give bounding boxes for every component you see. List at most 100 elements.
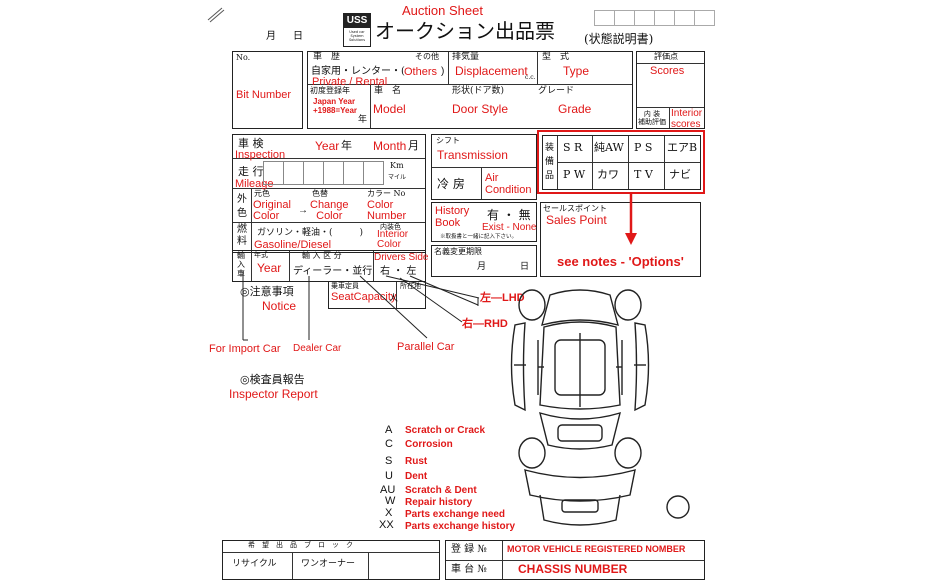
type-jp: 型 式 <box>542 52 570 62</box>
cc-label: c.c. <box>525 74 536 81</box>
corner-mark-icon <box>207 7 225 23</box>
inspection-box <box>232 134 426 253</box>
chassis-jp: 車 台 № <box>451 564 487 575</box>
for-import-car-red: For Import Car <box>209 343 281 355</box>
legend-code-s: S <box>385 455 393 467</box>
option-navi: ナビ <box>669 168 691 181</box>
interior-scores-red: Interior scores <box>671 108 703 130</box>
auction-sheet <box>200 0 725 583</box>
name-change-day: 日 <box>520 262 530 272</box>
option-aw: 純AW <box>594 141 624 154</box>
first-reg-jp: 初度登録年 <box>310 86 350 95</box>
ac-jp: 冷 房 <box>437 177 465 191</box>
vehicle-info-box <box>307 51 633 129</box>
color-no-jp: カラー No <box>367 189 406 198</box>
reg-jp: 登 録 № <box>451 544 487 555</box>
fuel-red: Gasoline/Diesel <box>254 239 332 251</box>
other-jp: その他 <box>415 52 439 61</box>
legend-label-c: Corrosion <box>405 439 453 450</box>
registration-box <box>445 540 705 580</box>
history-book-box <box>431 202 537 242</box>
change-color-red: Change Color <box>310 199 349 222</box>
change-color-jp: 色替 <box>312 189 328 198</box>
scores-red: Scores <box>650 65 685 77</box>
title-paren: (状態説明書) <box>584 32 654 46</box>
parallel-car-red: Parallel Car <box>397 341 455 353</box>
legend-code-au: AU <box>380 484 396 496</box>
inspection-year-kanji: 年 <box>341 139 352 152</box>
one-owner-jp: ワンオーナー <box>301 559 356 569</box>
door-style-jp: 形状(ドア数) <box>452 86 505 96</box>
interior-jp: 内 装 補助評価 <box>638 110 666 126</box>
header-day: 日 <box>293 31 303 42</box>
car-name-jp: 車 名 <box>374 86 402 96</box>
color-number-red: Color Number <box>367 199 407 222</box>
japan-year-red: Japan Year +1988=Year <box>313 97 358 115</box>
door-style-red: Door Style <box>452 102 509 116</box>
mile-label: マイル <box>388 174 407 181</box>
options-note-red: see notes - 'Options' <box>557 254 684 269</box>
title-jp: オークション出品票 <box>375 19 555 43</box>
legend-label-x: Parts exchange need <box>405 509 506 520</box>
drivers-side-red: Drivers Side <box>374 252 429 263</box>
inspection-red: Inspection <box>235 149 286 161</box>
inspection-month-red: Month <box>373 139 407 153</box>
history-note-jp: ※取扱書と一緒に記入下さい。 <box>440 234 518 240</box>
inspector-red: Inspector Report <box>229 387 318 401</box>
fuel-jp: 燃 料 <box>237 224 247 247</box>
options-label-jp: 装 備 品 <box>545 143 555 181</box>
displacement-red: Displacement <box>455 64 528 78</box>
km-label: Km <box>390 161 404 170</box>
options-highlight <box>537 130 705 194</box>
legend-code-w: W <box>385 495 396 507</box>
inspection-year-red: Year <box>315 139 340 153</box>
uss-logo: USS Used car System Solutions <box>343 13 371 47</box>
notice-red: Notice <box>262 299 297 313</box>
inspection-month-kanji: 月 <box>408 139 419 152</box>
transmission-box <box>431 134 537 200</box>
legend-code-x: X <box>385 507 393 519</box>
int-color-jp: 内装色 <box>380 223 401 231</box>
exterior-jp: 外 色 <box>237 194 247 219</box>
header-month: 月 <box>266 31 276 42</box>
original-color-jp: 元色 <box>254 189 270 198</box>
exist-none-red: Exist - None <box>482 222 537 233</box>
mileage-jp: 走 行 <box>238 165 264 178</box>
inspector-jp: ◎検査員報告 <box>240 373 305 386</box>
sales-point-jp: セールスポイント <box>543 204 607 213</box>
option-airbag: エアB <box>667 141 698 154</box>
title-auction-sheet: Auction Sheet <box>402 3 483 18</box>
grade-jp: グレード <box>538 86 575 96</box>
year-style-jp: 年式 <box>254 251 268 259</box>
first-reg-year-jp: 年 <box>358 115 368 125</box>
option-leather: カワ <box>597 168 619 181</box>
legend-label-u: Dent <box>405 471 428 482</box>
history-book-red: History Book <box>435 205 470 229</box>
vehicle-history-jp: 車 歴 <box>313 52 341 62</box>
name-change-jp: 名義変更期限 <box>434 247 482 256</box>
legend-label-au: Scratch & Dent <box>405 485 477 496</box>
mileage-digit-boxes <box>263 161 386 185</box>
lhd-red: 左—LHD <box>480 292 525 304</box>
shift-jp: シフト <box>436 136 460 145</box>
model-red: Model <box>373 102 406 116</box>
legend-label-w: Repair history <box>405 497 473 508</box>
notice-jp: ◎注意事項 <box>240 285 294 298</box>
chassis-red: CHASSIS NUMBER <box>518 562 628 576</box>
option-sr: S R <box>563 141 583 154</box>
options-grid <box>542 135 701 190</box>
lot-number-box <box>232 51 303 129</box>
recycle-jp: リサイクル <box>232 559 277 569</box>
block-box <box>222 540 440 580</box>
legend-code-c: C <box>385 438 393 450</box>
right-left-jp: 右 ・ 左 <box>380 266 417 277</box>
name-change-month: 月 <box>477 262 487 272</box>
legend-code-a: A <box>385 424 393 436</box>
option-ps: P S <box>634 141 653 154</box>
sales-point-box <box>540 202 701 277</box>
option-pw: P W <box>563 168 586 181</box>
color-arrow: → <box>298 205 308 216</box>
legend-label-xx: Parts exchange history <box>405 521 516 532</box>
block-jp: 希 望 出 品 ブ ロ ッ ク <box>248 541 353 549</box>
